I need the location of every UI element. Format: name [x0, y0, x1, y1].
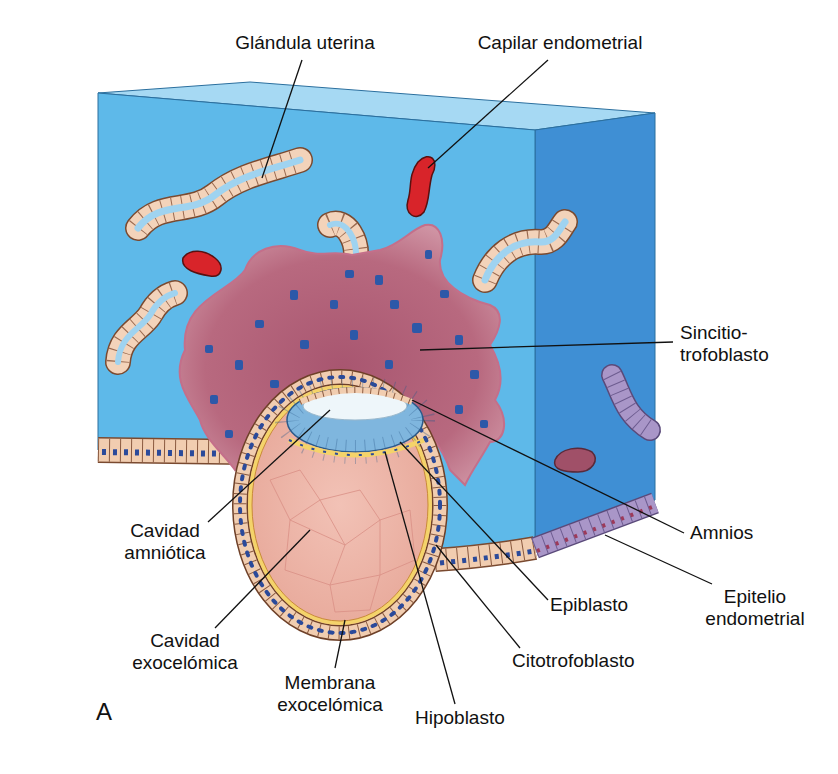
panel-letter: A	[96, 698, 136, 726]
side-face	[535, 113, 655, 548]
part-label: Capilar endometrial	[450, 32, 670, 54]
part-label: Epiblasto	[550, 594, 690, 616]
blastocyst	[240, 377, 440, 633]
leader-lines	[208, 60, 712, 704]
part-label: Citotrofoblasto	[512, 650, 682, 672]
part-label: Sincitio-trofoblasto	[680, 322, 790, 366]
part-label: Cavidad amniótica	[110, 520, 220, 564]
part-label: Hipoblasto	[415, 707, 555, 729]
part-label: Cavidad exocelómica	[120, 630, 250, 674]
part-label: Epitelio endometrial	[690, 586, 820, 630]
syncytiotrophoblast	[180, 225, 504, 485]
part-label: Glándula uterina	[205, 32, 405, 54]
syncytial-nuclei	[205, 250, 488, 438]
part-label: Membrana exocelómica	[265, 672, 395, 716]
part-label: Amnios	[690, 522, 810, 544]
